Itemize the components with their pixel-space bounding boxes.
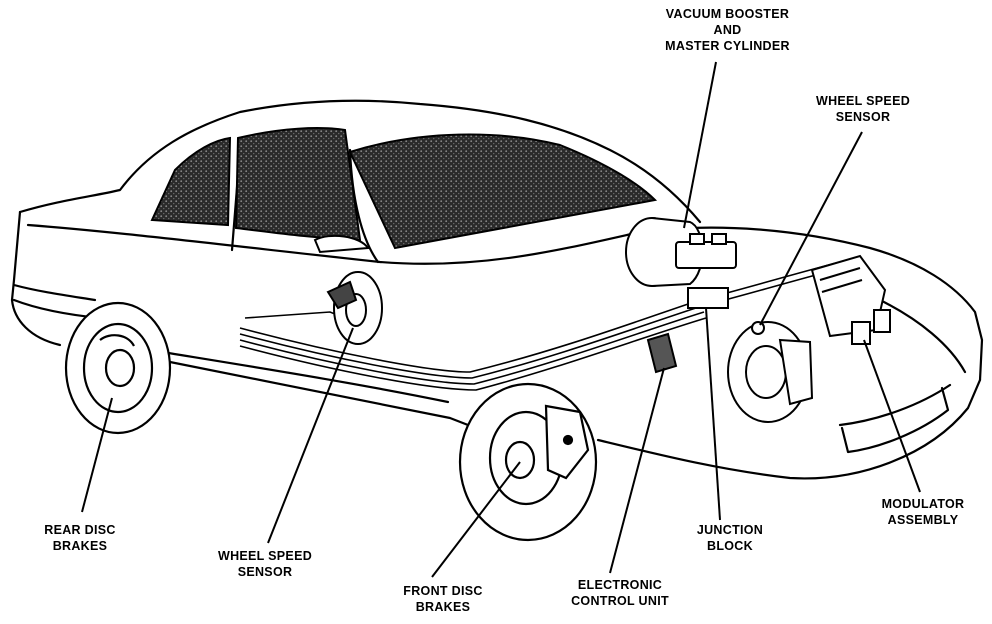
label-wheel-speed-sensor-front-line1: WHEEL SPEED bbox=[815, 94, 911, 108]
label-electronic-control-unit-line2: CONTROL UNIT bbox=[571, 594, 669, 608]
rear-wheel-speed-sensor bbox=[326, 271, 383, 345]
label-junction-block-line2: BLOCK bbox=[707, 539, 753, 553]
leader-rear-disc-brakes bbox=[81, 397, 113, 513]
front-right-brake bbox=[727, 321, 814, 423]
label-vacuum-booster-line1: VACUUM BOOSTER bbox=[665, 7, 790, 21]
label-vacuum-booster: VACUUM BOOSTER AND MASTER CYLINDER bbox=[650, 6, 805, 54]
rear-wheel bbox=[64, 301, 172, 435]
label-front-disc-brakes: FRONT DISC BRAKES bbox=[388, 583, 498, 615]
leader-electronic-control-unit bbox=[609, 367, 665, 574]
car-windows bbox=[150, 127, 658, 254]
label-rear-disc-brakes: REAR DISC BRAKES bbox=[30, 522, 130, 554]
label-junction-block-line1: JUNCTION bbox=[696, 523, 764, 537]
label-modulator-assembly: MODULATOR ASSEMBLY bbox=[870, 496, 976, 528]
label-junction-block: JUNCTION BLOCK bbox=[688, 522, 772, 554]
label-modulator-assembly-line1: MODULATOR bbox=[881, 497, 965, 511]
label-wheel-speed-sensor-rear-line2: SENSOR bbox=[237, 565, 293, 579]
leader-vacuum-booster bbox=[683, 61, 717, 229]
label-front-disc-brakes-line2: BRAKES bbox=[415, 600, 471, 614]
label-rear-disc-brakes-line1: REAR DISC bbox=[44, 523, 116, 537]
brake-lines bbox=[239, 261, 843, 391]
front-wheel bbox=[458, 382, 598, 542]
label-electronic-control-unit: ELECTRONIC CONTROL UNIT bbox=[560, 577, 680, 609]
vacuum-booster bbox=[625, 217, 737, 287]
label-rear-disc-brakes-line2: BRAKES bbox=[52, 539, 108, 553]
leader-junction-block bbox=[705, 307, 721, 521]
label-modulator-assembly-line2: ASSEMBLY bbox=[887, 513, 959, 527]
leader-wheel-speed-sensor-front bbox=[759, 131, 863, 326]
label-wheel-speed-sensor-rear-line1: WHEEL SPEED bbox=[217, 549, 313, 563]
electronic-control-unit bbox=[646, 332, 678, 374]
leader-modulator-assembly bbox=[863, 339, 921, 493]
label-front-disc-brakes-line1: FRONT DISC bbox=[403, 584, 483, 598]
label-wheel-speed-sensor-rear: WHEEL SPEED SENSOR bbox=[210, 548, 320, 580]
label-vacuum-booster-line3: MASTER CYLINDER bbox=[665, 39, 790, 53]
label-wheel-speed-sensor-front: WHEEL SPEED SENSOR bbox=[808, 93, 918, 125]
leader-wheel-speed-sensor-rear bbox=[267, 327, 354, 544]
leader-lines bbox=[81, 61, 921, 578]
label-electronic-control-unit-line1: ELECTRONIC bbox=[577, 578, 663, 592]
junction-block bbox=[687, 287, 729, 309]
modulator-assembly bbox=[810, 254, 891, 345]
leader-front-disc-brakes bbox=[431, 461, 521, 578]
label-vacuum-booster-line2: AND bbox=[713, 23, 742, 37]
label-wheel-speed-sensor-front-line2: SENSOR bbox=[835, 110, 891, 124]
